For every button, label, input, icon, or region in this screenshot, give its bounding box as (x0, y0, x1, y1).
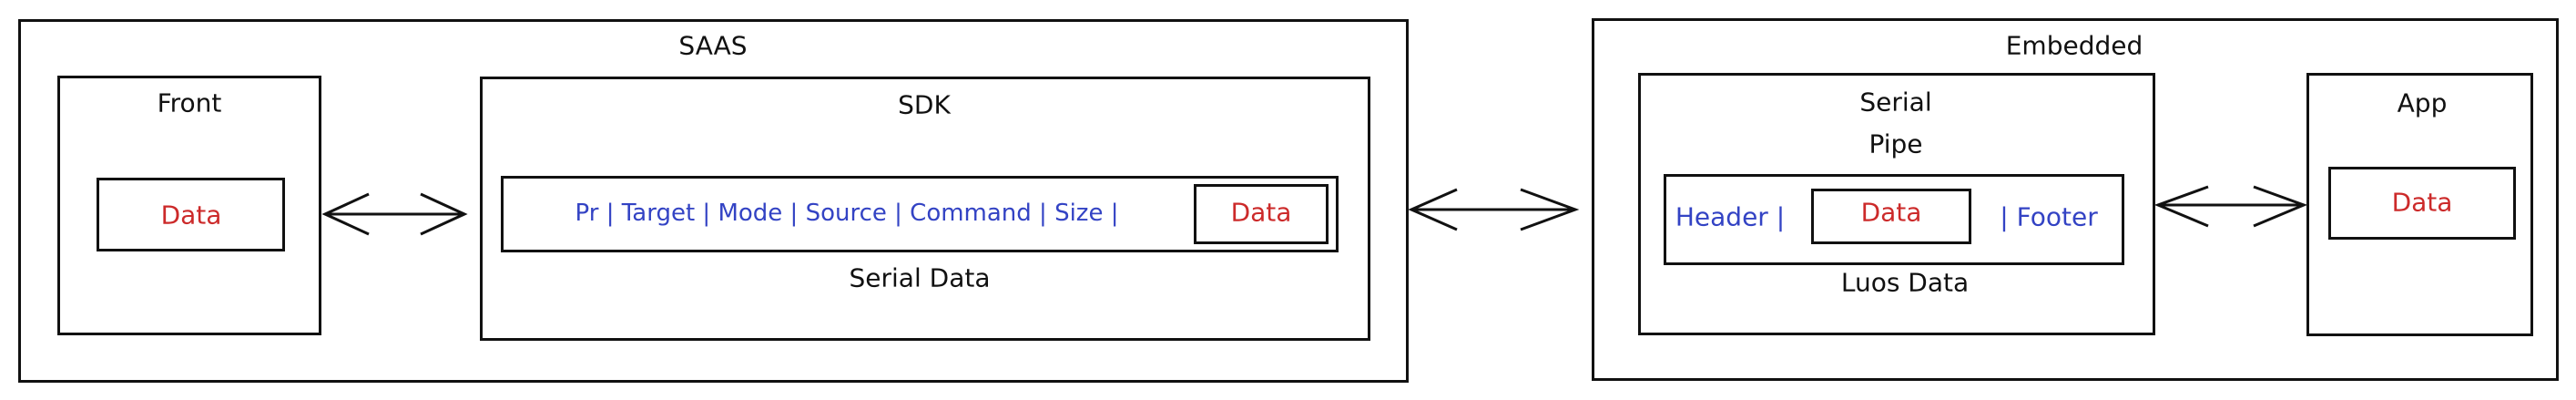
serial-pipe-title-line2: Pipe (1868, 128, 1923, 159)
embedded-container (1592, 18, 2559, 381)
app-data-label: Data (2391, 187, 2453, 218)
luos-data-frame (1664, 174, 2124, 265)
pipe-app-arrow (2153, 185, 2308, 228)
app-box (2306, 73, 2533, 336)
serial-pipe-box (1638, 73, 2155, 335)
luos-data-box (1811, 189, 1971, 244)
sdk-data-box (1194, 184, 1329, 244)
saas-title: SAAS (678, 30, 748, 61)
front-data-box (97, 178, 285, 251)
luos-data-label: Data (1860, 197, 1922, 228)
sdk-data-label: Data (1230, 197, 1292, 228)
sdk-box (480, 77, 1370, 341)
luos-footer-label: | Footer (2000, 201, 2098, 232)
serial-data-frame (501, 176, 1339, 252)
front-box (57, 76, 321, 335)
app-title: App (2397, 87, 2448, 118)
serial-pipe-title-line1: Serial (1859, 87, 1932, 118)
luos-data-caption: Luos Data (1840, 267, 1970, 298)
front-data-label: Data (160, 200, 222, 231)
app-data-box (2328, 167, 2516, 240)
saas-embedded-arrow (1408, 188, 1580, 231)
saas-container (18, 19, 1409, 383)
embedded-title: Embedded (2005, 30, 2143, 61)
luos-header-label: Header | (1675, 201, 1786, 232)
front-title: Front (157, 87, 222, 118)
serial-data-fields: Pr | Target | Mode | Source | Command | … (575, 200, 1119, 227)
front-sdk-arrow (321, 192, 468, 236)
sdk-title: SDK (898, 89, 951, 120)
serial-data-caption: Serial Data (849, 262, 991, 293)
